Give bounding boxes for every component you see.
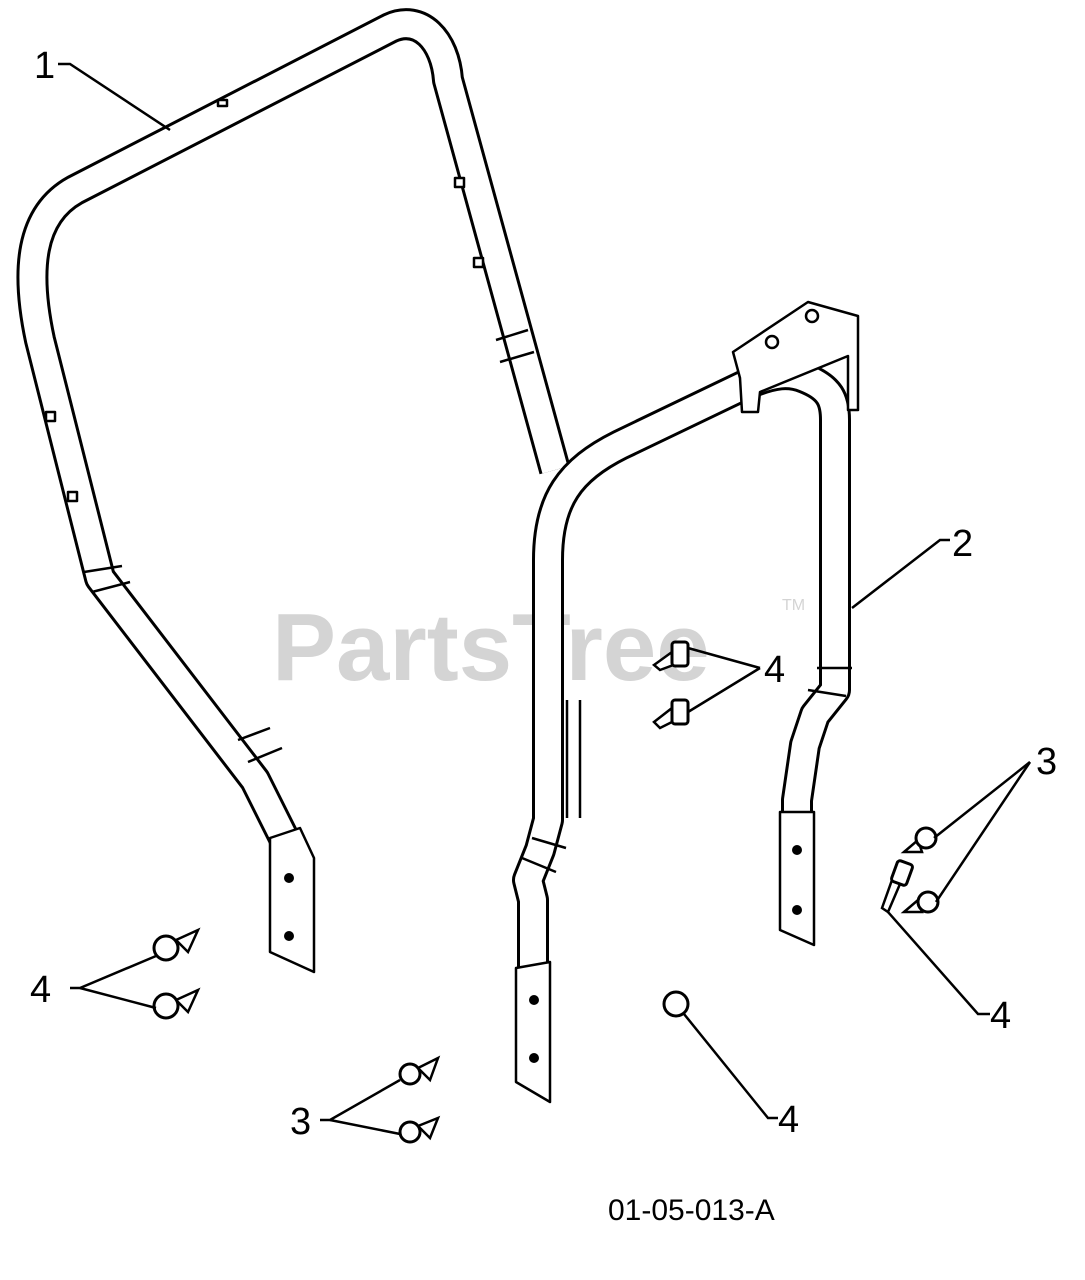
- callout-4-left: 4: [30, 969, 51, 1011]
- bolt-4-left-1: [152, 927, 201, 962]
- bolt-4-right: [880, 859, 914, 914]
- callout-4-upper: 4: [764, 649, 785, 691]
- callout-1: 1: [34, 45, 55, 87]
- bolt-4-upper-2: [652, 698, 690, 730]
- callout-3-lower: 3: [290, 1101, 311, 1143]
- figure-code: 01-05-013-A: [608, 1194, 775, 1227]
- callout-3-right: 3: [1036, 741, 1057, 783]
- leader-lines: [58, 62, 1032, 1136]
- part-2-front-frame: [512, 300, 860, 1104]
- callout-4-right: 4: [990, 995, 1011, 1037]
- watermark: PartsTree: [272, 594, 710, 701]
- part-1-handle-frame: [16, 8, 582, 974]
- screw-3-right-2: [900, 890, 940, 914]
- bolt-4-left-2: [152, 987, 201, 1020]
- screw-3-lower-2: [398, 1115, 441, 1144]
- fasteners: [152, 640, 940, 1144]
- watermark-trademark: TM: [782, 597, 805, 614]
- screw-3-right-1: [900, 826, 938, 854]
- bolt-4-upper-1: [651, 640, 690, 672]
- callout-2: 2: [952, 523, 973, 565]
- bolt-4-lower-middle: [662, 990, 690, 1018]
- callout-4-lower: 4: [778, 1099, 799, 1141]
- screw-3-lower-1: [398, 1055, 441, 1086]
